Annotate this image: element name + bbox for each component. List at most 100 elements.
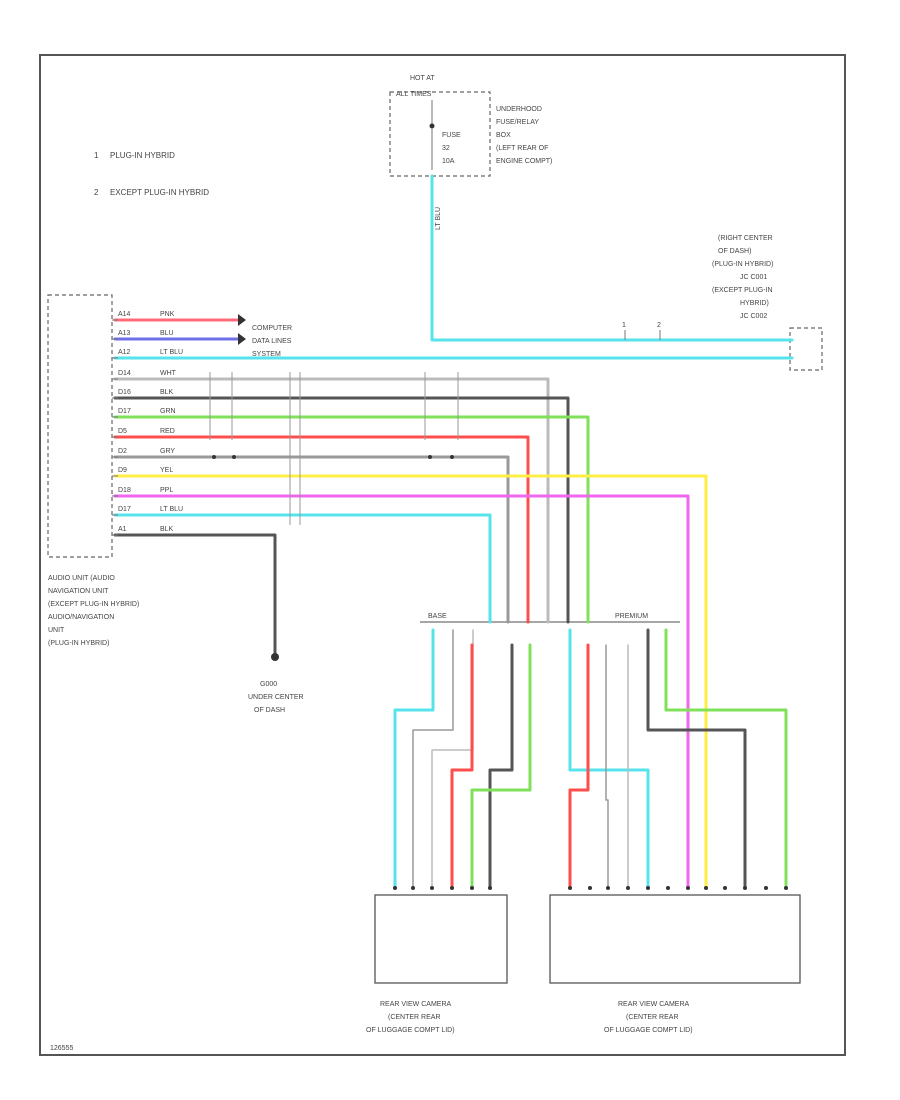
svg-text:OF DASH): OF DASH): [718, 248, 751, 255]
pin-label: D9: [118, 467, 127, 474]
camera-left-label: REAR VIEW CAMERA (CENTER REAR OF LUGGAGE…: [366, 1001, 455, 1034]
svg-text:(LEFT REAR OF: (LEFT REAR OF: [496, 145, 548, 152]
pin-label: D16: [118, 389, 131, 396]
svg-text:(RIGHT CENTER: (RIGHT CENTER: [718, 235, 773, 242]
wire-prem-gry: [605, 644, 609, 889]
wire-yel-d9: [113, 474, 708, 890]
wire-color-label: LT BLU: [160, 506, 183, 513]
right-connector-description: (RIGHT CENTER OF DASH) (PLUG-IN HYBRID) …: [712, 235, 773, 320]
pin-label: D5: [118, 428, 127, 435]
camera-pins: [393, 886, 788, 890]
fuse-box-outline: [389, 91, 491, 177]
pin-label: A14: [118, 311, 131, 318]
wire-color-label: BLK: [160, 526, 174, 533]
svg-text:AUDIO/NAVIGATION: AUDIO/NAVIGATION: [48, 614, 114, 621]
legend-2-text: EXCEPT PLUG-IN HYBRID: [110, 188, 209, 197]
svg-text:COMPUTER: COMPUTER: [252, 325, 292, 332]
wire-blk-ground: [113, 533, 277, 657]
wire-grn-d17: [113, 415, 590, 582]
wire-fuse-feed-lt-blu: [430, 174, 794, 342]
svg-text:REAR VIEW CAMERA: REAR VIEW CAMERA: [380, 1001, 452, 1008]
svg-text:1: 1: [622, 322, 626, 329]
svg-text:(PLUG-IN HYBRID): (PLUG-IN HYBRID): [712, 261, 773, 268]
pin-label: D18: [118, 487, 131, 494]
svg-text:FUSE/RELAY: FUSE/RELAY: [496, 119, 539, 126]
hot-at-label: HOT AT: [410, 75, 435, 82]
legend-1-text: PLUG-IN HYBRID: [110, 151, 175, 160]
wire-base-grn: [470, 643, 532, 890]
svg-text:JC C001: JC C001: [740, 274, 767, 281]
ground-point: [271, 653, 279, 661]
svg-text:BOX: BOX: [496, 132, 511, 139]
svg-text:OF LUGGAGE COMPT LID): OF LUGGAGE COMPT LID): [604, 1027, 693, 1034]
wire-prem-lt-blu: [568, 628, 650, 890]
wire-color-label: BLK: [160, 389, 174, 396]
ground-desc-2: OF DASH: [254, 707, 285, 714]
pin-label: D2: [118, 448, 127, 455]
pin-label: A13: [118, 330, 131, 337]
wire-base-lt-blu: [393, 628, 435, 890]
wire-color-label: BLU: [160, 330, 174, 337]
pin-label: D17: [118, 408, 131, 415]
svg-text:DATA LINES: DATA LINES: [252, 338, 292, 345]
svg-text:LT BLU: LT BLU: [435, 207, 442, 230]
wire-prem-blk: [646, 628, 747, 890]
svg-text:AUDIO UNIT (AUDIO: AUDIO UNIT (AUDIO: [48, 575, 115, 582]
svg-text:REAR VIEW CAMERA: REAR VIEW CAMERA: [618, 1001, 690, 1008]
svg-text:OF LUGGAGE COMPT LID): OF LUGGAGE COMPT LID): [366, 1027, 455, 1034]
wire-prem-red: [568, 643, 590, 890]
svg-text:HYBRID): HYBRID): [740, 300, 769, 307]
audio-unit-connector-outline: [47, 294, 113, 558]
audio-unit-label: AUDIO UNIT (AUDIO NAVIGATION UNIT (EXCEP…: [48, 575, 139, 647]
ground-desc-1: UNDER CENTER: [248, 694, 304, 701]
fuse-amps: 10A: [442, 158, 455, 165]
wire-color-label: RED: [160, 428, 175, 435]
svg-text:NAVIGATION UNIT: NAVIGATION UNIT: [48, 588, 109, 595]
diagram-frame: [39, 54, 846, 1056]
wire-base-blk: [488, 643, 514, 890]
svg-text:UNDERHOOD: UNDERHOOD: [496, 106, 542, 113]
svg-text:(EXCEPT PLUG-IN: (EXCEPT PLUG-IN: [712, 287, 773, 294]
pin-label: D14: [118, 370, 131, 377]
pin-label: A12: [118, 349, 131, 356]
wire-color-label: YEL: [160, 467, 173, 474]
fuse-box-description: UNDERHOOD FUSE/RELAY BOX (LEFT REAR OF E…: [496, 106, 552, 165]
branch-base-label: BASE: [428, 613, 447, 620]
wire-color-label: LT BLU: [160, 349, 183, 356]
svg-text:SYSTEM: SYSTEM: [252, 351, 281, 358]
wire-wht-d14: [113, 377, 550, 582]
legend-1-num: 1: [94, 151, 99, 160]
svg-text:(CENTER REAR: (CENTER REAR: [388, 1014, 441, 1021]
legend-2-num: 2: [94, 188, 99, 197]
wire-red-d5: [113, 435, 530, 582]
wire-color-label: WHT: [160, 370, 177, 377]
svg-text:UNIT: UNIT: [48, 627, 65, 634]
footer-code: 126555: [50, 1045, 73, 1052]
rear-view-camera-premium: [549, 894, 801, 984]
wire-color-label: GRN: [160, 408, 176, 415]
wire-base-gry: [412, 629, 454, 889]
svg-text:(CENTER REAR: (CENTER REAR: [626, 1014, 679, 1021]
pin-label: D17: [118, 506, 131, 513]
svg-text:JC C002: JC C002: [740, 313, 767, 320]
rear-view-camera-base: [374, 894, 508, 984]
svg-text:ENGINE COMPT): ENGINE COMPT): [496, 158, 552, 165]
wire-lt-blu-d17: [113, 513, 492, 582]
svg-text:2: 2: [657, 322, 661, 329]
ground-id: G000: [260, 681, 277, 688]
wire-color-label: PPL: [160, 487, 173, 494]
shield-markers: [209, 372, 459, 440]
wire-blk-d16: [113, 396, 570, 582]
wire-color-label: PNK: [160, 311, 175, 318]
fuse-number: 32: [442, 145, 450, 152]
wire-base-red: [450, 643, 474, 890]
pin-label: A1: [118, 526, 127, 533]
branch-premium-label: PREMIUM: [615, 613, 648, 620]
computer-data-lines-label: COMPUTER DATA LINES SYSTEM: [252, 325, 292, 358]
wire-prem-grn: [664, 628, 788, 890]
fuse-label: FUSE: [442, 132, 461, 139]
hot-at-times: ALL TIMES: [396, 91, 432, 98]
wire-ppl-d18: [113, 494, 690, 890]
right-connector-outline: [789, 327, 823, 371]
